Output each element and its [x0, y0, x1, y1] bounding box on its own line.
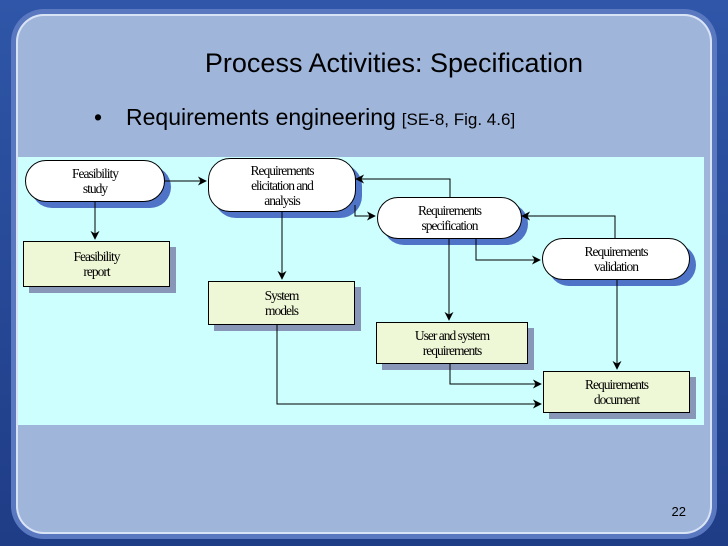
bullet-dot-icon: • [94, 104, 103, 130]
page-number: 22 [671, 504, 686, 519]
slide-title: Process Activities: Specification [204, 48, 584, 78]
bullet-text: Requirements engineering [126, 104, 396, 130]
bullet-item: • Requirements engineering [SE-8, Fig. 4.… [94, 104, 516, 131]
bullet-reference: [SE-8, Fig. 4.6] [401, 110, 516, 129]
